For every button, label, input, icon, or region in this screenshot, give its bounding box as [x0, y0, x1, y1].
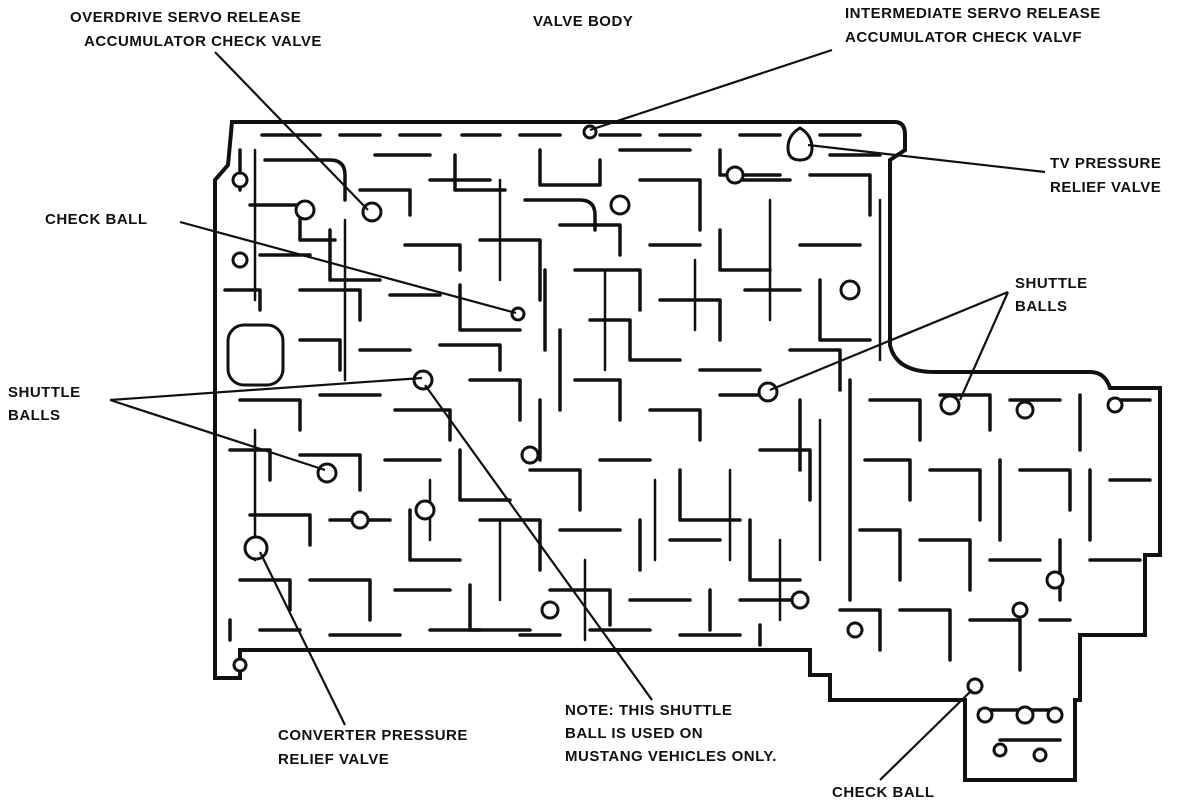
- fluid-passages: [223, 133, 1152, 742]
- label-check-ball-left: CHECK BALL: [45, 211, 148, 228]
- svg-text:MUSTANG VEHICLES ONLY.: MUSTANG VEHICLES ONLY.: [565, 748, 777, 765]
- tv-pressure-relief-valve: [786, 126, 814, 162]
- shuttle-ball-lower: [316, 462, 338, 484]
- title: VALVE BODY: [533, 13, 633, 30]
- leader-lines: [109, 48, 1046, 781]
- label-intermediate-servo: INTERMEDIATE SERVO RELEASE ACCUMULATOR C…: [845, 5, 1101, 46]
- svg-text:NOTE: THIS SHUTTLE: NOTE: THIS SHUTTLE: [565, 702, 732, 719]
- svg-text:CONVERTER PRESSURE: CONVERTER PRESSURE: [278, 727, 468, 744]
- label-tv-pressure: TV PRESSURE RELIEF VALVE: [1050, 155, 1161, 196]
- svg-text:ACCUMULATOR CHECK VALVF: ACCUMULATOR CHECK VALVF: [845, 29, 1082, 46]
- svg-text:BALLS: BALLS: [8, 407, 61, 424]
- svg-text:RELIEF VALVE: RELIEF VALVE: [1050, 179, 1161, 196]
- svg-text:OVERDRIVE SERVO RELEASE: OVERDRIVE SERVO RELEASE: [70, 9, 301, 26]
- svg-text:ACCUMULATOR CHECK VALVE: ACCUMULATOR CHECK VALVE: [84, 33, 322, 50]
- check-ball-left: [510, 306, 526, 322]
- left-cavity: [226, 323, 285, 387]
- svg-text:SHUTTLE: SHUTTLE: [8, 384, 81, 401]
- label-shuttle-balls-right: SHUTTLE BALLS: [1015, 275, 1088, 315]
- svg-text:TV PRESSURE: TV PRESSURE: [1050, 155, 1161, 172]
- svg-text:RELIEF VALVE: RELIEF VALVE: [278, 751, 389, 768]
- label-converter-pressure: CONVERTER PRESSURE RELIEF VALVE: [278, 727, 468, 768]
- converter-relief-valve: [243, 535, 269, 561]
- label-note: NOTE: THIS SHUTTLE BALL IS USED ON MUSTA…: [565, 702, 777, 765]
- label-shuttle-balls-left: SHUTTLE BALLS: [8, 384, 81, 424]
- svg-text:SHUTTLE: SHUTTLE: [1015, 275, 1088, 292]
- svg-text:BALL IS USED ON: BALL IS USED ON: [565, 725, 703, 742]
- svg-text:BALLS: BALLS: [1015, 298, 1068, 315]
- svg-text:INTERMEDIATE SERVO RELEASE: INTERMEDIATE SERVO RELEASE: [845, 5, 1101, 22]
- shuttle-ball-right-2: [939, 394, 961, 416]
- shuttle-ball-right-1: [757, 381, 779, 403]
- overdrive-servo-check-valve: [361, 201, 383, 223]
- label-check-ball-bottom: CHECK BALL: [832, 784, 935, 801]
- label-overdrive-servo: OVERDRIVE SERVO RELEASE ACCUMULATOR CHEC…: [70, 9, 322, 50]
- bolt-holes: [231, 165, 1124, 763]
- shuttle-ball-upper: [412, 369, 434, 391]
- valve-body-plate: [213, 120, 1162, 782]
